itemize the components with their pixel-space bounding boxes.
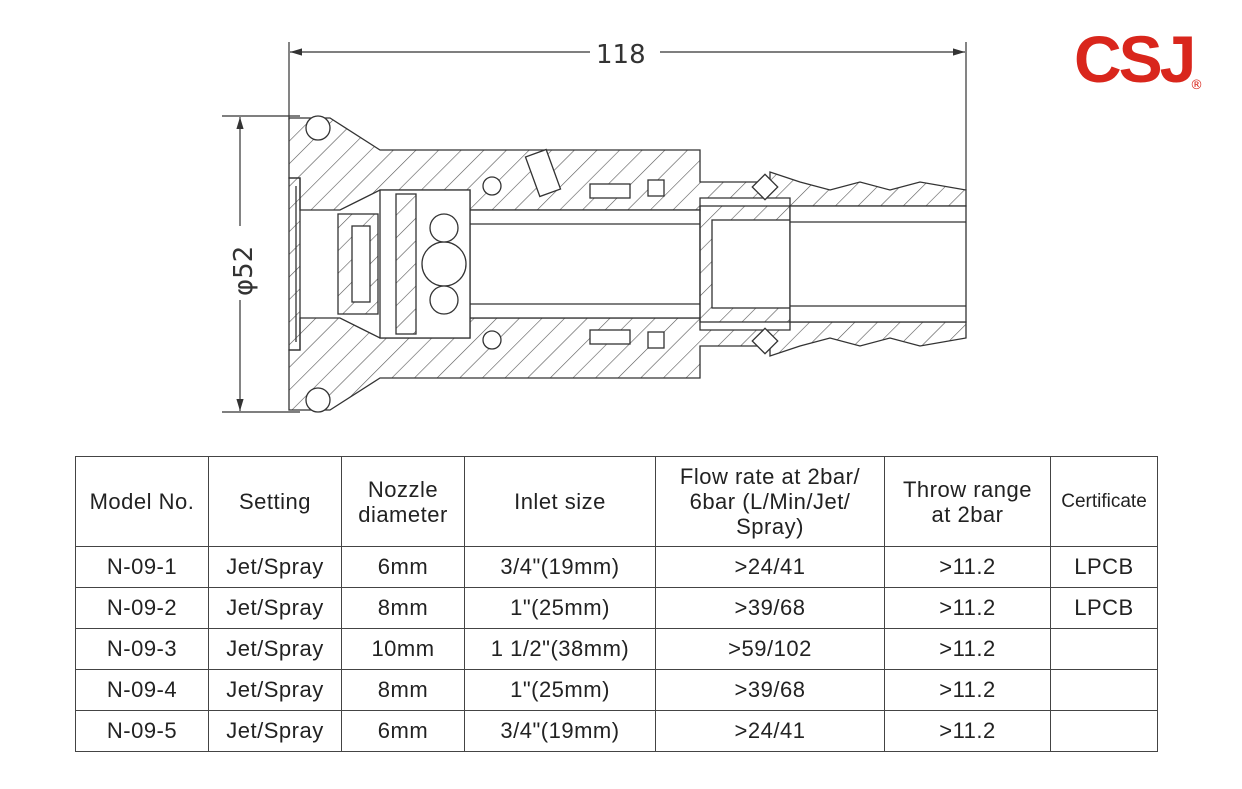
length-dimension [288,42,967,190]
table-cell: N-09-4 [75,669,209,711]
nozzle-cross-section-drawing: 118 φ52 [222,40,967,413]
table-cell: >11.2 [884,669,1051,711]
brand-logo: CSJ [1074,22,1196,96]
table-cell: >39/68 [655,587,885,629]
table-cell: 1 1/2"(38mm) [464,628,656,670]
table-cell: 1"(25mm) [464,669,656,711]
table-cell: 6mm [341,710,465,752]
nozzle-body [288,117,967,411]
table-cell: >11.2 [884,587,1051,629]
table-cell: 1"(25mm) [464,587,656,629]
table-cell: Jet/Spray [208,628,342,670]
table-cell: 3/4"(19mm) [464,546,656,588]
table-cell [1050,669,1158,711]
table-cell: >24/41 [655,546,885,588]
diameter-dimension [222,115,300,413]
table-cell: 10mm [341,628,465,670]
table-cell: LPCB [1050,546,1158,588]
column-header: Inlet size [464,456,656,547]
table-cell: 3/4"(19mm) [464,710,656,752]
table-cell: Jet/Spray [208,669,342,711]
table-cell [1050,710,1158,752]
table-cell: >39/68 [655,669,885,711]
table-cell: 8mm [341,587,465,629]
table-cell: Jet/Spray [208,546,342,588]
table-cell: >59/102 [655,628,885,670]
table-cell: LPCB [1050,587,1158,629]
length-dimension-label: 118 [596,40,646,70]
table-cell: N-09-3 [75,628,209,670]
table-cell: N-09-5 [75,710,209,752]
column-header: Flow rate at 2bar/6bar (L/Min/Jet/Spray) [655,456,885,547]
table-cell: Jet/Spray [208,587,342,629]
diameter-dimension-label: φ52 [229,246,259,296]
table-cell: >11.2 [884,628,1051,670]
table-cell: 6mm [341,546,465,588]
seal-balls [305,115,779,413]
table-cell: N-09-2 [75,587,209,629]
table-cell: >11.2 [884,710,1051,752]
table-cell: >11.2 [884,546,1051,588]
table-cell: N-09-1 [75,546,209,588]
column-header: Setting [208,456,342,547]
registered-mark: ® [1190,78,1203,93]
table-cell: 8mm [341,669,465,711]
column-header: Model No. [75,456,209,547]
table-cell [1050,628,1158,670]
column-header: Certificate [1050,456,1158,547]
table-cell: >24/41 [655,710,885,752]
table-cell: Jet/Spray [208,710,342,752]
